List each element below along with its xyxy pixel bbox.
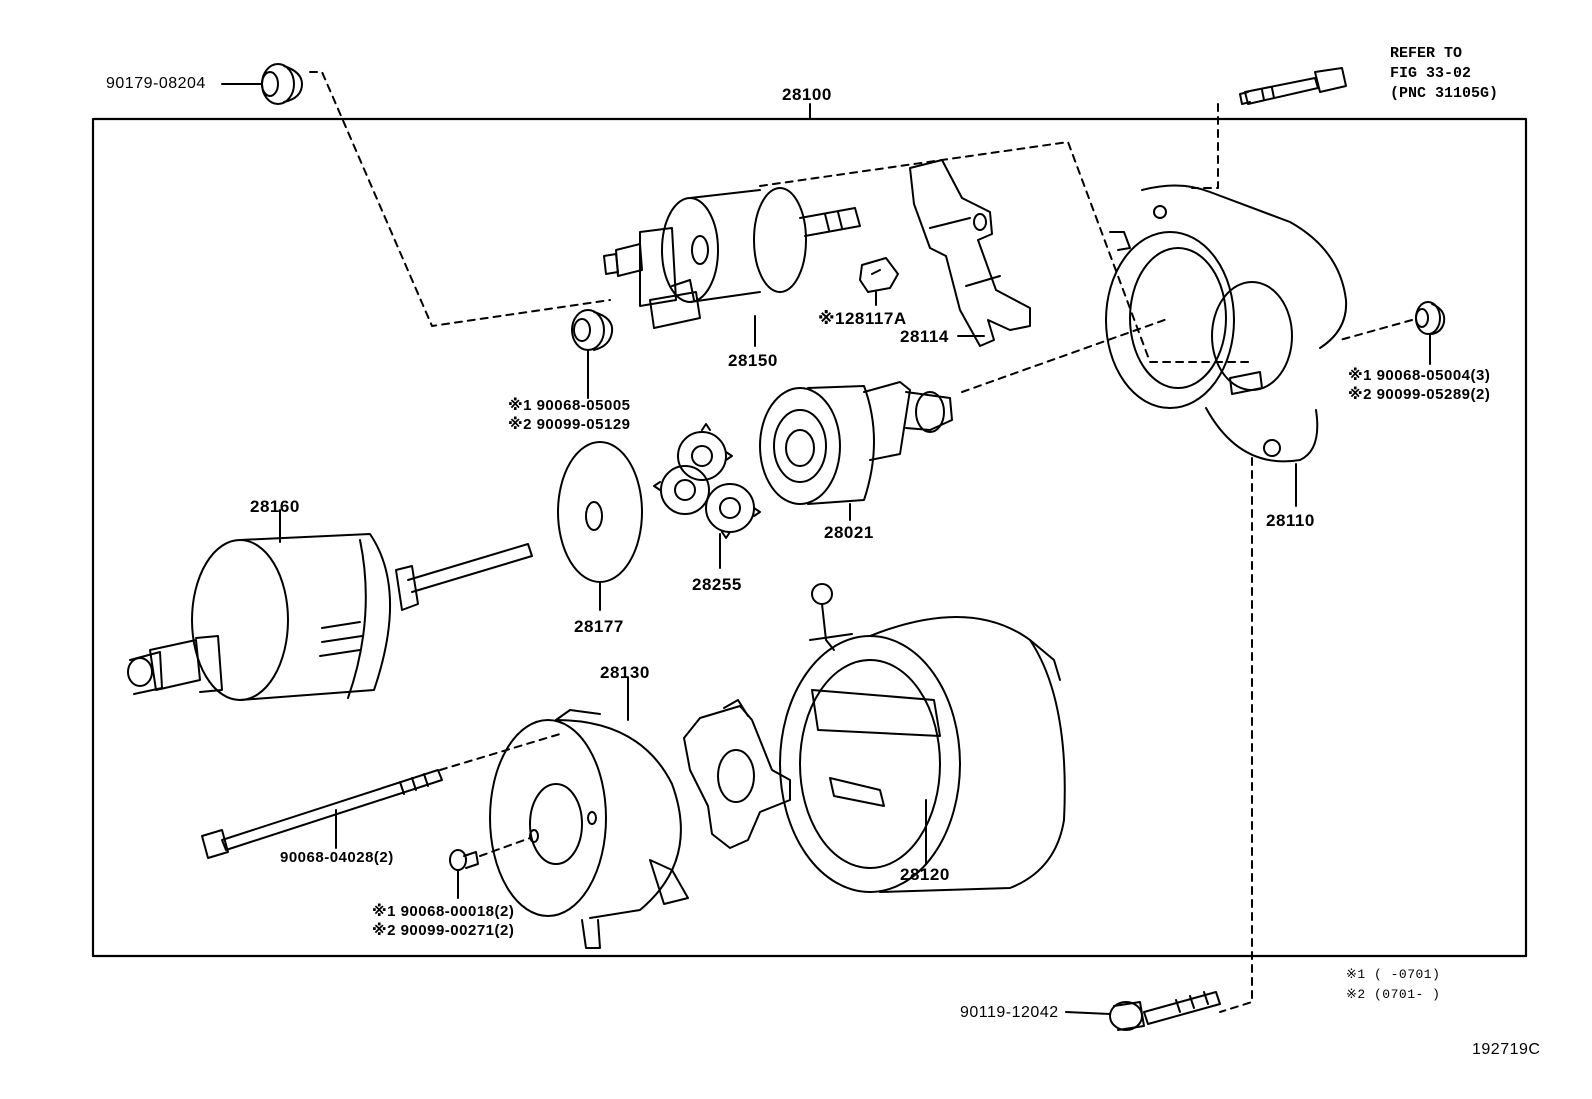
drawing-number: 192719C	[1472, 1041, 1541, 1058]
washer-plate-28177-icon	[557, 441, 643, 583]
solenoid-28150-icon	[603, 187, 861, 329]
end-frame-28130-icon	[489, 709, 689, 949]
part-label-90099-00271[interactable]: ※2 90099-00271(2)	[372, 922, 515, 939]
contact-28117a-icon	[859, 257, 899, 293]
nut-90068-05004-icon	[1415, 301, 1446, 335]
part-label-90068-00018[interactable]: ※1 90068-00018(2)	[372, 903, 515, 920]
part-label-90068-04028[interactable]: 90068-04028(2)	[280, 849, 394, 866]
part-label-90099-05289[interactable]: ※2 90099-05289(2)	[1348, 386, 1491, 403]
brush-plate-icon	[683, 699, 791, 849]
part-label-28150[interactable]: 28150	[728, 351, 778, 370]
nut-90068-05005-icon	[571, 309, 614, 351]
yoke-28120-icon	[779, 583, 1066, 893]
through-bolt-icon	[201, 769, 443, 859]
housing-28110-icon	[1105, 184, 1348, 463]
part-label-90068-05004[interactable]: ※1 90068-05004(3)	[1348, 367, 1491, 384]
refer-line-3: (PNC 31105G)	[1390, 85, 1499, 102]
part-label-28117a[interactable]: ※128117A	[818, 309, 907, 328]
nut-90179-icon	[221, 63, 303, 105]
footnote-2: ※2 (0701- )	[1346, 987, 1441, 1002]
part-label-28130[interactable]: 28130	[600, 663, 650, 682]
planetary-gears-28255-icon	[653, 423, 761, 539]
assembly-number-label: 28100	[782, 85, 832, 104]
part-label-90119-12042[interactable]: 90119-12042	[960, 1004, 1059, 1021]
screw-icon	[449, 849, 479, 871]
bolt-90119-icon	[1109, 991, 1221, 1031]
part-label-28114[interactable]: 28114	[900, 327, 949, 346]
part-label-90099-05129[interactable]: ※2 90099-05129	[508, 416, 631, 433]
part-label-28160[interactable]: 28160	[250, 497, 300, 516]
part-label-28120[interactable]: 28120	[900, 865, 950, 884]
part-label-28177[interactable]: 28177	[574, 617, 624, 636]
part-label-28255[interactable]: 28255	[692, 575, 742, 594]
part-label-90068-05005[interactable]: ※1 90068-05005	[508, 397, 631, 414]
clutch-28021-icon	[759, 381, 953, 505]
armature-28160-icon	[127, 533, 533, 701]
refer-line-2: FIG 33-02	[1390, 65, 1472, 82]
brush-holder-28114-icon	[909, 159, 1031, 347]
part-label-90179-08204[interactable]: 90179-08204	[106, 75, 206, 92]
refer-line-1: REFER TO	[1390, 45, 1463, 62]
footnote-1: ※1 ( -0701)	[1346, 967, 1441, 982]
part-label-28021[interactable]: 28021	[824, 523, 874, 542]
long-bolt-icon	[1239, 67, 1347, 105]
part-label-28110[interactable]: 28110	[1266, 511, 1315, 530]
